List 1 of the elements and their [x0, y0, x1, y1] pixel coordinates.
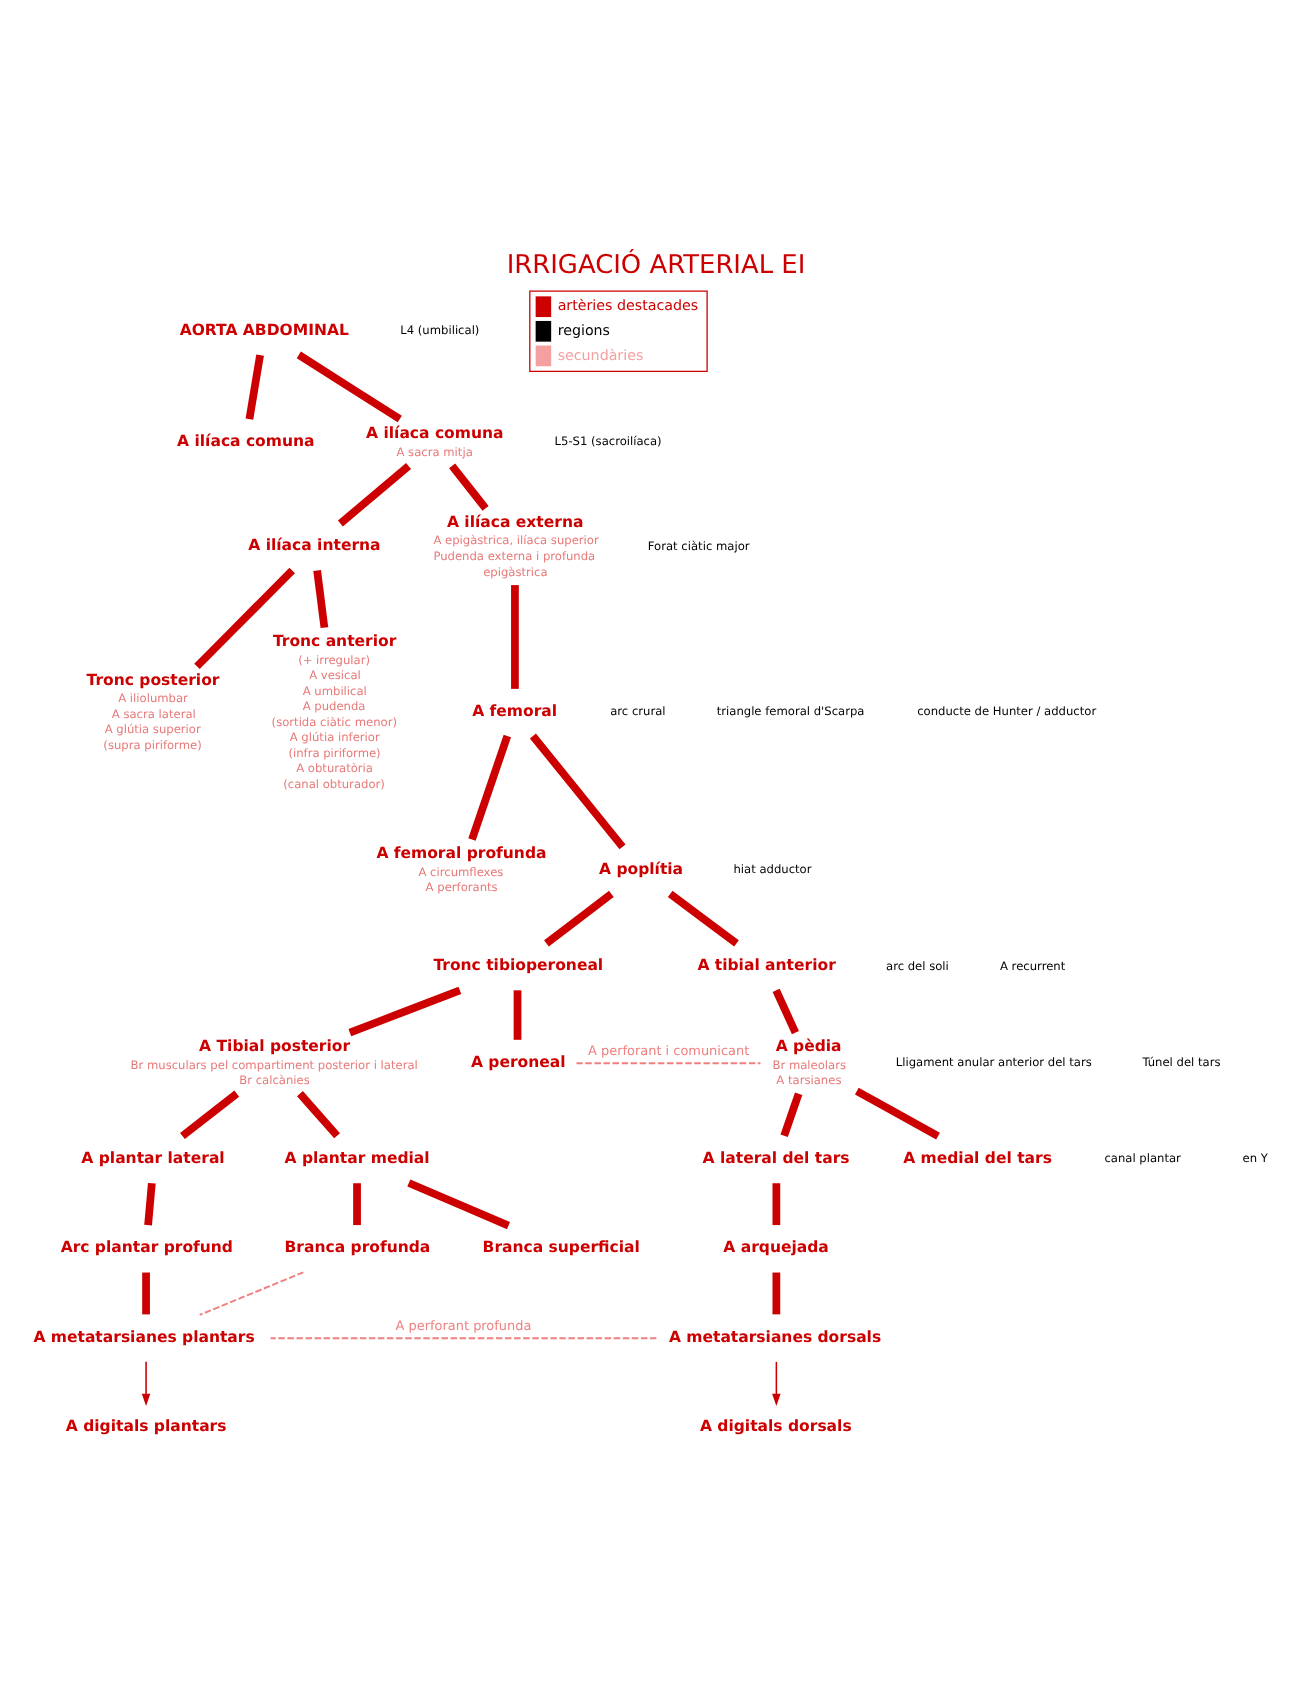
diagram-title: IRRIGACIÓ ARTERIAL EI	[506, 250, 806, 281]
